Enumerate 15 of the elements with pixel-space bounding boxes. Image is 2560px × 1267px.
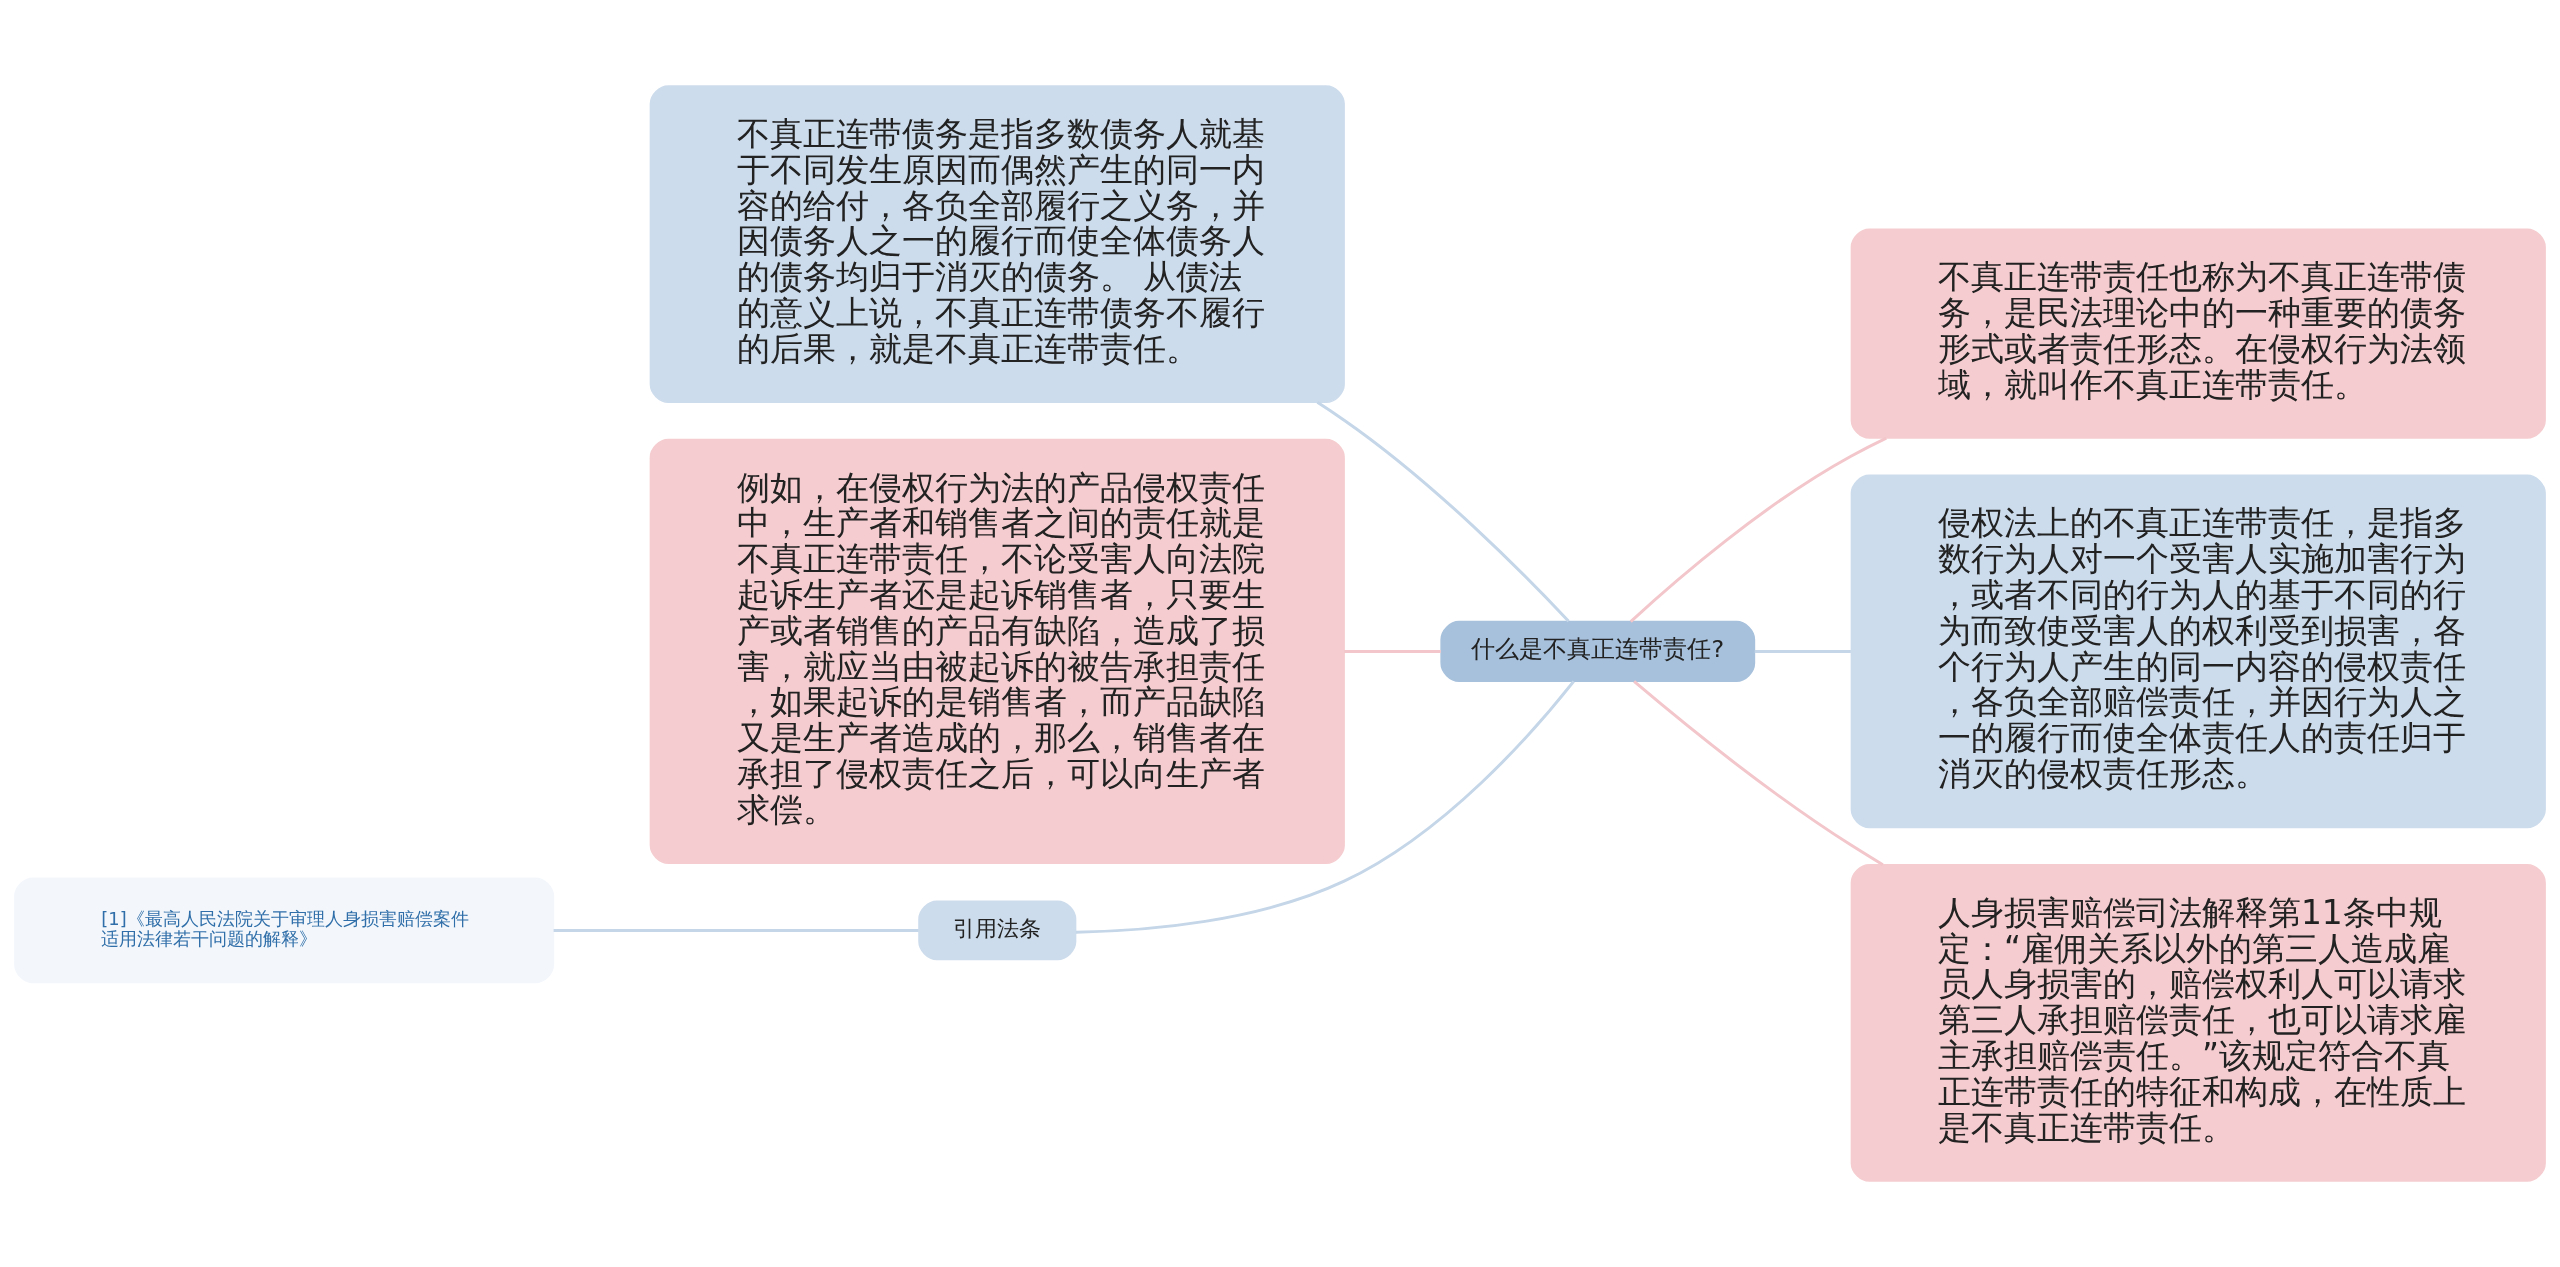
connector — [1316, 401, 1570, 623]
node-box: 人身损害赔偿司法解释第11条中规定：“雇佣关系以外的第三人造成雇员人身损害的，赔偿权利人可以请求第三人承担赔偿责任，也可以请求雇主承担赔偿责任。”该规定符合不真正连带责任的特征和构成，在性质上是不真正连带责任。 — [1850, 864, 2546, 1182]
connector — [553, 928, 919, 932]
node-box: 不真正连带债务是指多数债务人就基于不同发生原因而偶然产生的同一内容的给付，各负全部履行之义务，并因债务人之一的履行而使全体债务人的债务均归于消灭的债务。 从债法的意义上说，不真正连带债务不履行的后果，就是不真正连带责任。 — [649, 85, 1345, 403]
connector — [1629, 436, 1887, 623]
node-box: 什么是不真正连带责任? — [1440, 620, 1756, 682]
connector — [1754, 649, 1851, 653]
node-box: [1]《最高人民法院关于审理人身损害赔偿案件适用法律若干问题的解释》 — [14, 877, 555, 984]
node-box: 侵权法上的不真正连带责任，是指多数行为人对一个受害人实施加害行为，或者不同的行为人的基于不同的行为而致使受害人的权利受到损害，各个行为人产生的同一内容的侵权责任，各负全部赔偿责任，并因行为人之一的履行而使全体责任人的责任归于消灭的侵权责任形态。 — [1850, 474, 2546, 829]
connector — [1075, 680, 1575, 934]
connector — [1344, 649, 1441, 653]
connector — [1633, 680, 1884, 866]
node-box: 不真正连带责任也称为不真正连带债务，是民法理论中的一种重要的债务形式或者责任形态。在侵权行为法领域，就叫作不真正连带责任。 — [1850, 228, 2546, 439]
node-box: 引用法条 — [918, 900, 1077, 961]
node-box: 例如，在侵权行为法的产品侵权责任中，生产者和销售者之间的责任就是不真正连带责任，不论受害人向法院起诉生产者还是起诉销售者，只要生产或者销售的产品有缺陷，造成了损害，就应当由被起诉的被告承担责任，如果起诉的是销售者，而产品缺陷又是生产者造成的，那么，销售者在承担了侵权责任之后，可以向生产者求偿。 — [649, 438, 1345, 864]
